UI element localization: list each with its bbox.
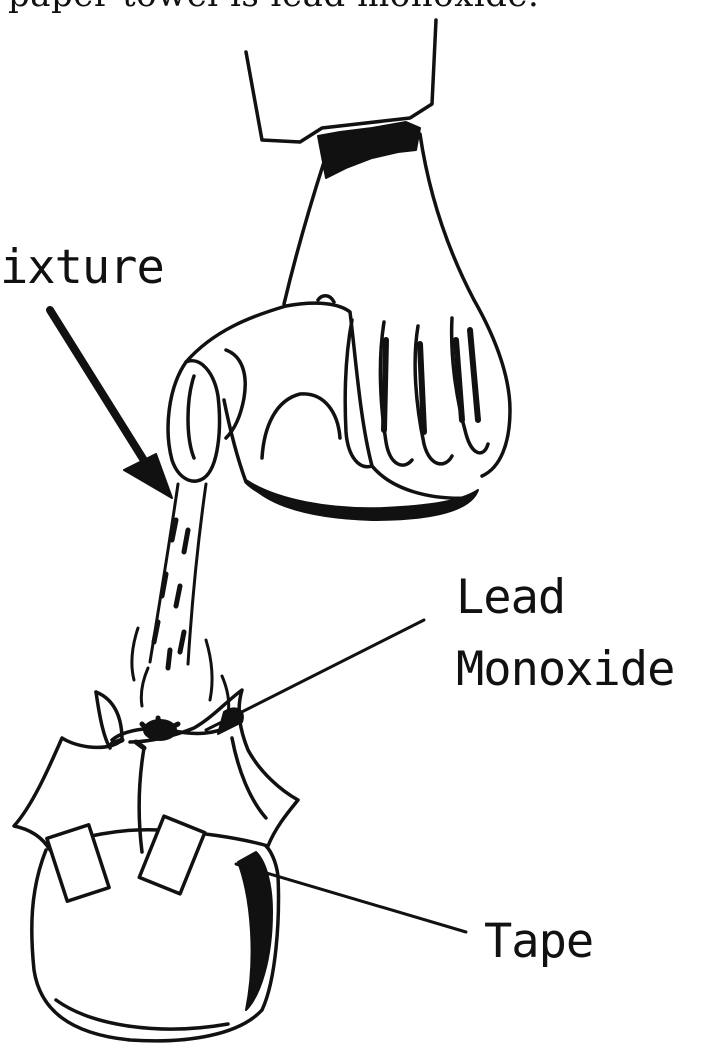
monoxide-label: Monoxide: [456, 646, 674, 693]
spray-left: [132, 628, 148, 706]
tape-label: Tape: [484, 918, 593, 965]
stream-right-edge: [188, 484, 206, 664]
hand-drawing: [246, 20, 510, 476]
cuff-shading: [318, 122, 420, 178]
cup-drawing: [168, 303, 478, 520]
mixture-arrow-head: [124, 454, 172, 498]
knuckle-bump: [318, 296, 334, 302]
mixture-arrow-shaft: [50, 310, 150, 470]
towel-outline: [14, 690, 298, 850]
tape-strip-right: [139, 816, 205, 894]
jar-right-shading: [238, 852, 272, 1010]
powder-pile: [144, 720, 176, 740]
tape-strip-left: [47, 825, 109, 901]
stream-dashes: [154, 520, 188, 668]
mixture-label: ixture: [0, 244, 164, 291]
cup-body: [186, 303, 470, 515]
jar-bottom: [56, 1000, 228, 1029]
cup-rim-inner: [188, 376, 194, 458]
cup-bottom-shading: [246, 480, 478, 520]
finger-shading: [384, 330, 478, 432]
lead-label: Lead: [456, 574, 565, 621]
hand-outline-left: [284, 162, 324, 304]
jar-drawing: [14, 690, 298, 1041]
towel-crease-2: [139, 748, 144, 852]
thumb: [262, 394, 340, 458]
pour-stream: [132, 484, 229, 714]
mixture-arrow: [50, 310, 172, 498]
